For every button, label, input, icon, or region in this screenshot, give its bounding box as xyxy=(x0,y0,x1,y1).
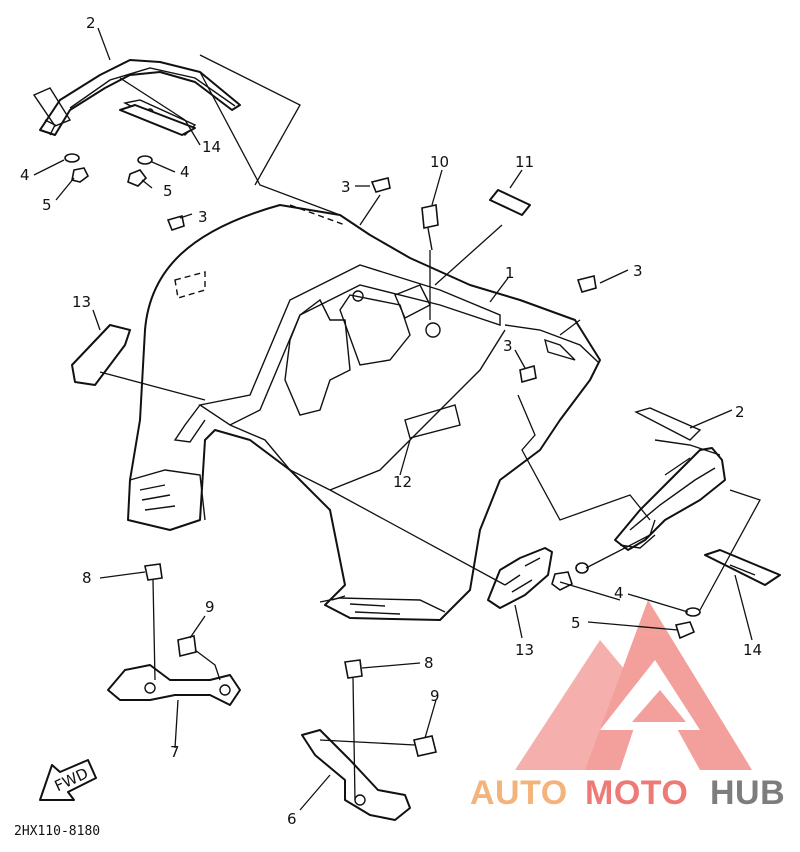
callout-3-b: 3 xyxy=(198,208,208,226)
callout-7: 7 xyxy=(170,743,180,761)
rear-light-bracket xyxy=(487,547,553,609)
callout-14-top: 14 xyxy=(202,138,221,156)
reflector-left xyxy=(71,324,131,386)
fwd-arrow: FWD xyxy=(39,759,97,801)
callout-3-a: 3 xyxy=(341,178,351,196)
callout-14-right: 14 xyxy=(743,641,762,659)
callout-9-left: 9 xyxy=(205,598,215,616)
callout-5-right: 5 xyxy=(571,614,581,632)
callout-4-right: 4 xyxy=(614,584,624,602)
watermark-logo xyxy=(515,600,752,770)
bracket-7 xyxy=(107,664,241,706)
callout-13-left: 13 xyxy=(72,293,91,311)
callout-8-bottom: 8 xyxy=(424,654,434,672)
callout-11: 11 xyxy=(515,153,534,171)
callout-3-c: 3 xyxy=(633,262,643,280)
callout-6: 6 xyxy=(287,810,297,828)
callout-5-left: 5 xyxy=(42,196,52,214)
watermark-hub: HUB xyxy=(710,774,785,812)
watermark-moto: MOTO xyxy=(585,774,688,812)
callout-8-left: 8 xyxy=(82,569,92,587)
callout-1: 1 xyxy=(505,264,515,282)
callout-3-d: 3 xyxy=(503,337,513,355)
leader-lines xyxy=(33,27,761,811)
grab-bar-left xyxy=(32,59,241,136)
callout-13-bottom: 13 xyxy=(515,641,534,659)
caution-plate-14-right xyxy=(704,549,781,586)
callout-10: 10 xyxy=(430,153,449,171)
callout-4-mid: 4 xyxy=(180,163,190,181)
callout-4-left: 4 xyxy=(20,166,30,184)
hardware xyxy=(64,153,701,757)
caution-plate-14-top xyxy=(119,104,196,136)
callout-9-bottom: 9 xyxy=(430,687,440,705)
watermark-auto: AUTO xyxy=(470,774,568,812)
label-11 xyxy=(489,189,531,216)
callout-labels: 2 14 4 5 4 5 3 3 10 11 1 3 3 13 12 2 4 5… xyxy=(20,14,762,828)
callout-5-mid: 5 xyxy=(163,182,173,200)
drawing-code: 2HX110-8180 xyxy=(14,824,100,839)
watermark-text: AUTO MOTO HUB xyxy=(470,774,785,812)
callout-12: 12 xyxy=(393,473,412,491)
callout-2-right: 2 xyxy=(735,403,745,421)
callout-2-top: 2 xyxy=(86,14,96,32)
grab-bar-right xyxy=(614,407,726,551)
